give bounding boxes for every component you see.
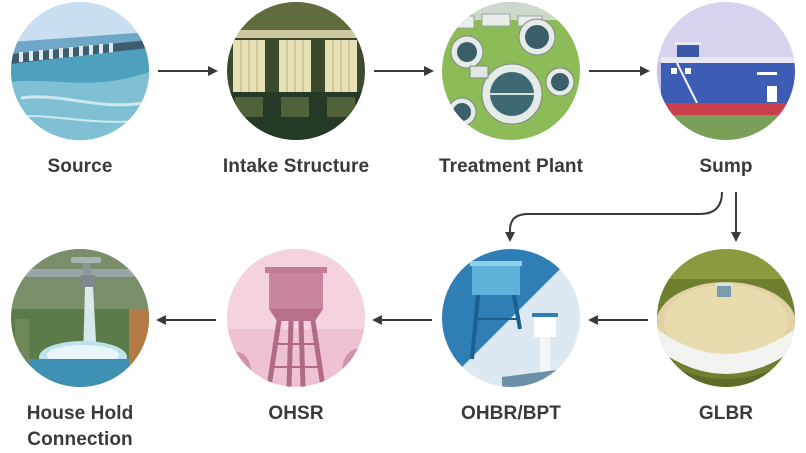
sump-image — [657, 2, 795, 140]
intake-structure-label: Intake Structure — [222, 156, 370, 177]
ohbr-bpt-image — [442, 249, 580, 387]
source-label: Source — [47, 156, 113, 177]
glbr-label: GLBR — [698, 403, 754, 424]
stage-source: Source — [0, 2, 160, 180]
household-label-line1: House Hold — [26, 403, 134, 424]
ohsr-label: OHSR — [268, 403, 324, 424]
stage-sump: Sump — [646, 2, 806, 180]
stage-ohsr: OHSR — [216, 249, 376, 427]
arrow-sump-to-ohbr — [505, 191, 723, 242]
glbr-image — [657, 249, 795, 387]
stage-intake-structure: Intake Structure — [216, 2, 376, 180]
household-connection-label: House Hold Connection — [0, 401, 160, 453]
source-image — [11, 2, 149, 140]
sump-label: Sump — [699, 156, 753, 177]
ohsr-image — [227, 249, 365, 387]
ohbr-bpt-label: OHBR/BPT — [460, 403, 562, 424]
intake-structure-image — [227, 2, 365, 140]
stage-glbr: GLBR — [646, 249, 806, 427]
household-label-line2: Connection — [27, 429, 133, 450]
household-connection-image — [11, 249, 149, 387]
treatment-plant-label: Treatment Plant — [438, 156, 584, 177]
treatment-plant-image — [442, 2, 580, 140]
stage-ohbr-bpt: OHBR/BPT — [431, 249, 591, 427]
stage-household-connection: House Hold Connection — [0, 249, 160, 453]
stage-treatment-plant: Treatment Plant — [431, 2, 591, 180]
